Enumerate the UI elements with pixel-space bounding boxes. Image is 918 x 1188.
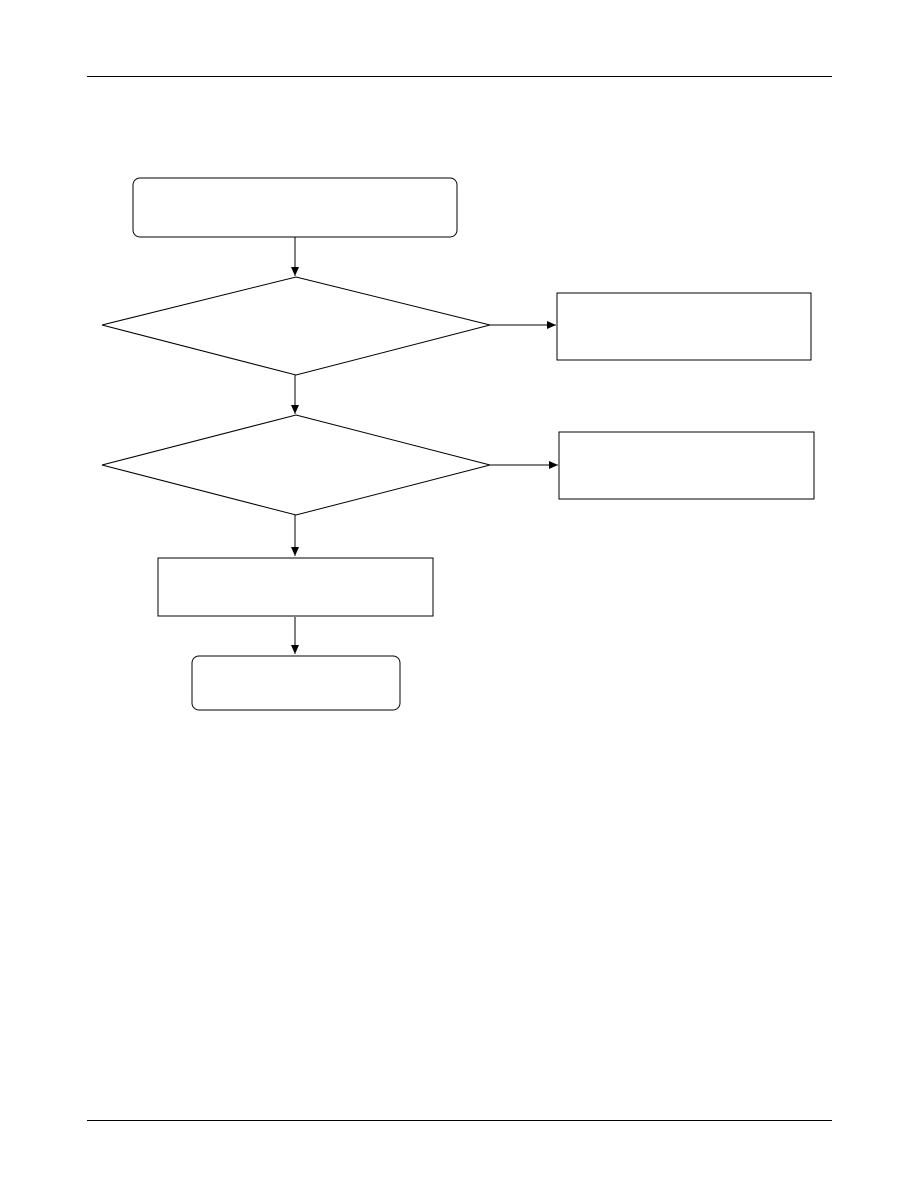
process-node — [157, 557, 434, 617]
branch-1-node — [556, 292, 812, 361]
branch-2-node — [558, 431, 815, 500]
decision-1-node — [101, 276, 491, 376]
end-node — [191, 655, 401, 711]
footer-rule — [87, 1120, 832, 1121]
decision-2-node — [101, 414, 491, 516]
header-rule — [87, 76, 832, 77]
start-node — [132, 177, 458, 238]
